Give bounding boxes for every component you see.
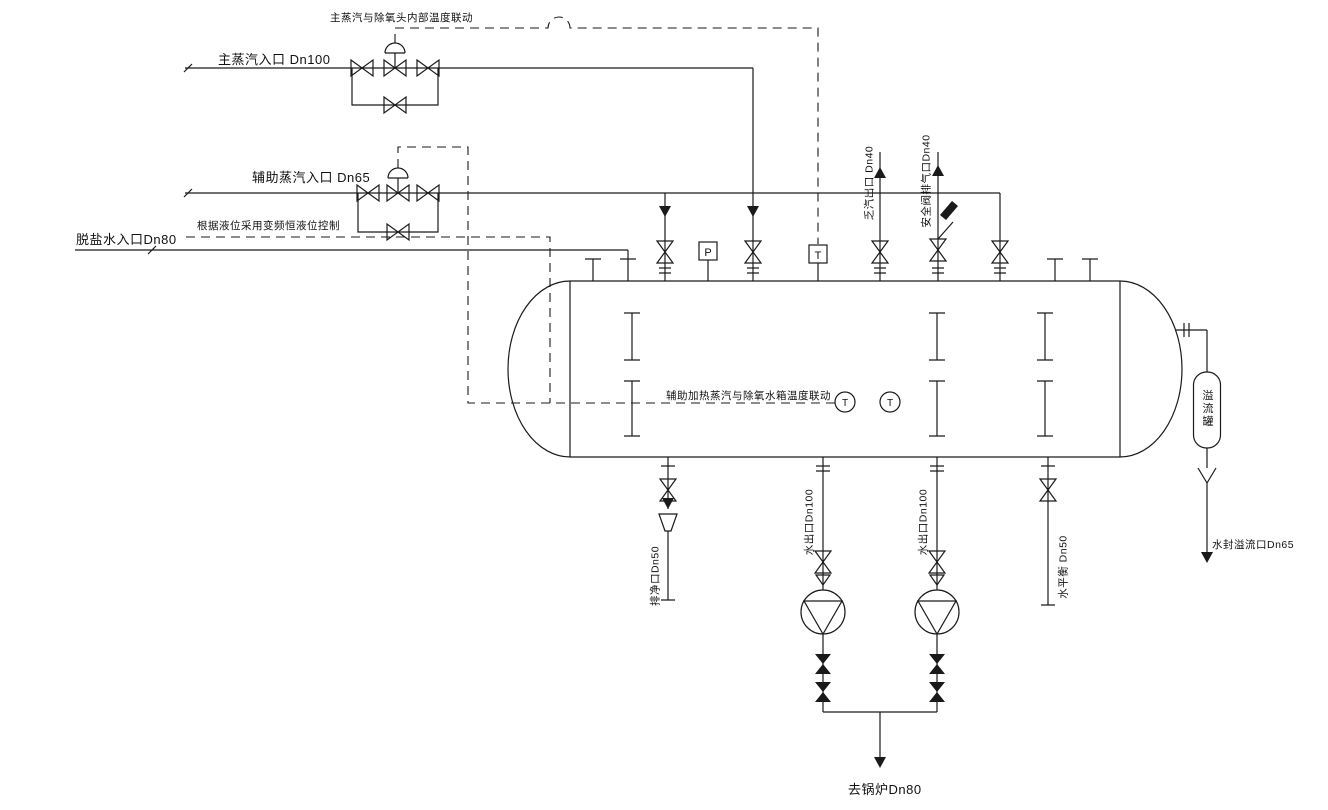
safety-valve: [928, 221, 954, 262]
gate-valve: [416, 183, 440, 203]
boiler-header: [823, 711, 937, 757]
shutoff-valve: [929, 682, 945, 702]
aux-steam-bypass: [357, 193, 439, 233]
overflow-piping: [1176, 323, 1222, 552]
label-water-outlet-right: 水出口Dn100: [917, 488, 930, 556]
gate-valves-horizontal: [350, 58, 440, 242]
signal-level-control: [186, 236, 551, 403]
pump-1: [800, 589, 846, 635]
label-main-steam-inlet: 主蒸汽入口 Dn100: [218, 52, 331, 67]
spare-nozzle: [585, 258, 601, 281]
gate-valve: [416, 58, 440, 78]
flow-arrow-down: [747, 206, 759, 217]
label-aux-heat-temp-interlock: 辅助加热蒸汽与除氧水箱温度联动: [666, 390, 831, 402]
label-overflow-tank: 溢流罐: [1201, 389, 1213, 429]
label-water-outlet-left: 水出口Dn100: [803, 488, 816, 556]
tank-temperature-tag-2: T: [887, 398, 893, 409]
main-steam-bypass: [351, 68, 439, 106]
pump-2-impeller: [916, 600, 958, 636]
label-safety-valve-vent: 安全阀排气口Dn40: [920, 134, 933, 228]
vessel-seam-lines: [569, 281, 1121, 457]
flow-arrows-and-check-valves: [659, 165, 1213, 768]
label-water-seal-overflow: 水封溢流口Dn65: [1212, 539, 1295, 551]
instrument-nozzles: [707, 260, 819, 281]
label-exhaust-steam-outlet: 乏汽出口 Dn40: [863, 145, 876, 221]
gate-valve: [927, 550, 947, 574]
check-valve: [929, 654, 945, 674]
top-nozzles: [585, 152, 1098, 281]
gate-valve: [813, 550, 833, 574]
tank-temperature-tag-1: T: [842, 398, 848, 409]
valve-aux-steam-nozzle: [655, 240, 675, 264]
gate-valve: [383, 95, 407, 115]
nozzle-flange-ticks: [659, 267, 1006, 274]
internal-header-middle: [929, 312, 945, 437]
spare-nozzle: [1047, 258, 1063, 281]
gate-valve: [658, 478, 678, 502]
control-signal-lines: [186, 16, 835, 404]
label-aux-steam-inlet: 辅助蒸汽入口 Dn65: [252, 170, 371, 185]
shutoff-valve: [815, 682, 831, 702]
signal-main-steam-temp: [394, 16, 819, 244]
temperature-indicator-tag: T: [815, 250, 822, 262]
label-water-balance: 水平衡 Dn50: [1057, 535, 1070, 599]
internal-header-left: [624, 312, 640, 437]
label-drain-port: 排净口Dn50: [649, 545, 662, 607]
pump-2: [914, 589, 960, 635]
tank-temperature-bubble-2: [879, 391, 901, 413]
demin-water-piping: [75, 245, 636, 281]
gate-valve: [350, 58, 374, 78]
tank-temperature-bubble-1: [834, 391, 856, 413]
main-steam-control-valve: [383, 42, 407, 78]
top-valves: [655, 221, 1010, 264]
pump-1-impeller: [802, 600, 844, 636]
valve-main-steam-nozzle: [743, 240, 763, 264]
signal-aux-steam-temp: [397, 146, 835, 404]
label-demin-water-inlet: 脱盐水入口Dn80: [76, 232, 177, 247]
flow-arrow-down: [659, 206, 671, 217]
gate-valve: [356, 183, 380, 203]
reducer: [814, 574, 832, 587]
water-outlet-1: [800, 457, 846, 712]
flow-arrow-down: [1201, 552, 1213, 563]
valve-aux-sparger: [990, 240, 1010, 264]
safety-valve-lever-flag: [940, 201, 958, 220]
gate-valve: [1038, 478, 1058, 502]
drain-funnel: [658, 513, 678, 532]
aux-steam-control-valve: [386, 167, 410, 203]
spare-nozzle: [1082, 258, 1098, 281]
label-main-steam-temp-interlock: 主蒸汽与除氧头内部温度联动: [330, 12, 473, 24]
reducer: [928, 574, 946, 587]
valve-exhaust: [870, 240, 890, 264]
flow-arrow-up: [874, 167, 886, 178]
drain-piping: [658, 457, 678, 601]
internal-header-right: [1037, 312, 1053, 437]
check-valve: [815, 654, 831, 674]
deaerator-vessel: [507, 280, 1183, 458]
aux-steam-piping: [183, 188, 1001, 281]
water-balance-piping: [1038, 457, 1058, 606]
gate-valve: [386, 222, 410, 242]
instruments: P T T T: [698, 241, 901, 413]
label-level-control-note: 根据液位采用变频恒液位控制: [197, 220, 340, 232]
label-to-boiler: 去锅炉Dn80: [848, 782, 922, 797]
pressure-indicator-tag: P: [704, 247, 711, 259]
flow-arrow-up: [932, 165, 944, 176]
pressure-indicator-box: [698, 241, 718, 261]
flow-arrow-down: [662, 498, 674, 509]
temperature-indicator-box: [808, 244, 828, 264]
flow-arrow-down: [874, 757, 886, 768]
